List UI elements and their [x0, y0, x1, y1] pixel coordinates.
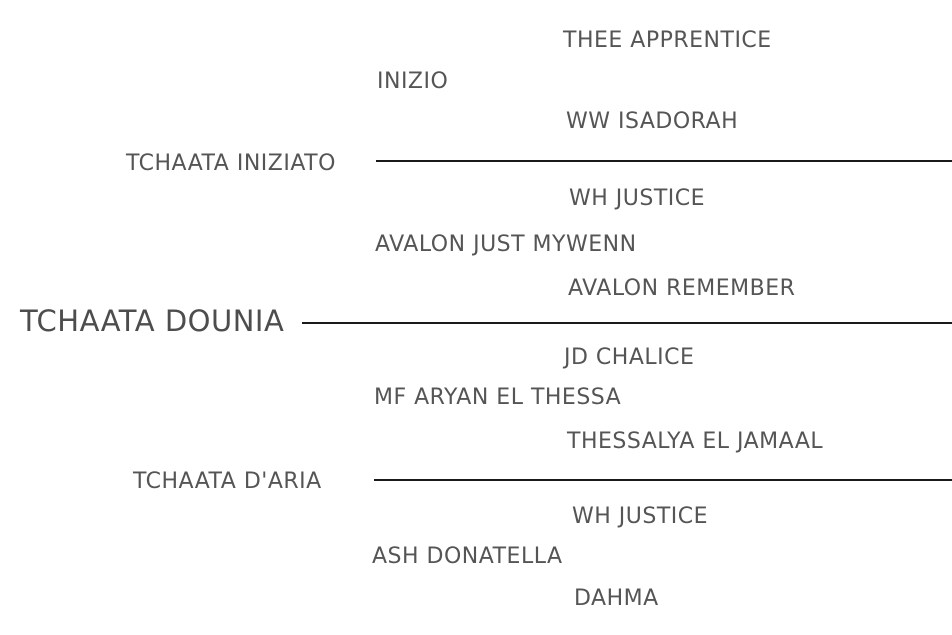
sire-connector-line [376, 160, 952, 162]
subject-connector-line [302, 322, 952, 324]
sire-sire-name: INIZIO [377, 69, 449, 94]
dam-name: TCHAATA D'ARIA [133, 469, 322, 494]
dam-sire-name: MF ARYAN EL THESSA [374, 385, 622, 410]
dam-sire-sire-name: JD CHALICE [564, 345, 695, 370]
dam-connector-line [374, 479, 952, 481]
sire-dam-name: AVALON JUST MYWENN [375, 232, 637, 257]
sire-name: TCHAATA INIZIATO [126, 151, 336, 176]
subject-name: TCHAATA DOUNIA [20, 304, 285, 338]
sire-sire-dam-name: WW ISADORAH [566, 109, 739, 134]
dam-dam-sire-name: WH JUSTICE [572, 504, 709, 529]
dam-dam-dam-name: DAHMA [574, 586, 659, 611]
sire-sire-sire-name: THEE APPRENTICE [563, 28, 772, 53]
dam-dam-name: ASH DONATELLA [372, 544, 563, 569]
dam-sire-dam-name: THESSALYA EL JAMAAL [567, 429, 824, 454]
sire-dam-sire-name: WH JUSTICE [569, 186, 706, 211]
sire-dam-dam-name: AVALON REMEMBER [568, 276, 796, 301]
